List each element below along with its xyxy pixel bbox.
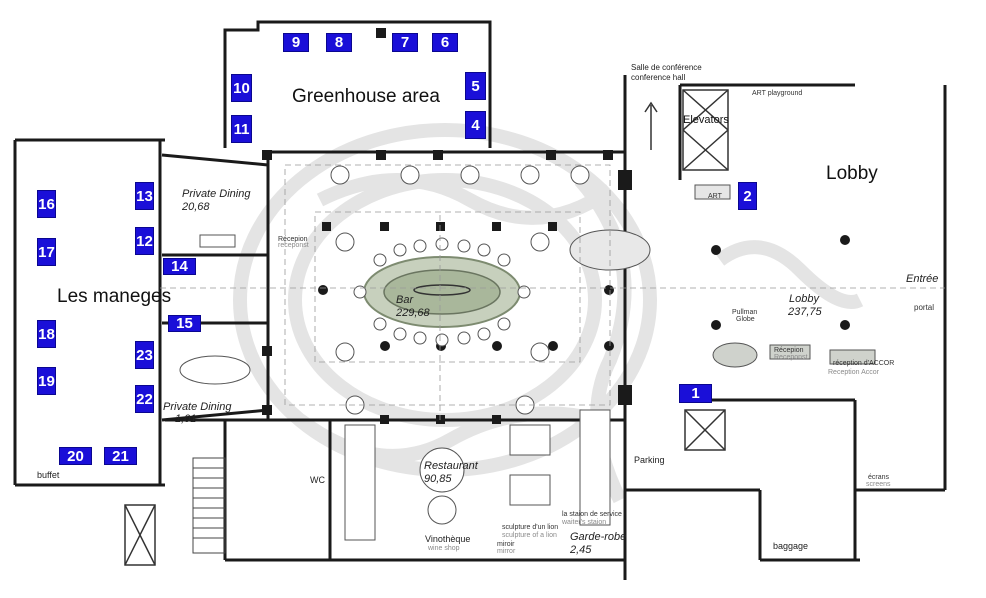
conference-hall-label: conference hall [631, 73, 686, 82]
marker-21[interactable]: 21 [104, 447, 137, 465]
lobby-area: 237,75 [788, 306, 822, 318]
accor-fr-label: réception d'ACCOR [833, 360, 895, 367]
staircase [192, 457, 226, 554]
elevators-shafts [124, 89, 729, 566]
private-dining-top-area: 20,68 [182, 201, 210, 213]
marker-16[interactable]: 16 [37, 190, 56, 218]
mirror-fr-label: miroir [497, 541, 515, 548]
buffet-label: buffet [37, 470, 60, 480]
bar-area: 229,68 [396, 307, 430, 319]
globe-label: Globe [736, 316, 755, 323]
lobby-title-label: Lobby [826, 163, 878, 184]
art-label: ART [708, 193, 722, 200]
marker-9[interactable]: 9 [283, 33, 309, 52]
reception-fr-label: Récepion [774, 347, 804, 354]
parking-label: Parking [634, 455, 665, 465]
marker-20[interactable]: 20 [59, 447, 92, 465]
baggage-label: baggage [773, 541, 809, 551]
marker-14[interactable]: 14 [163, 258, 196, 275]
walls [13, 20, 947, 580]
pullman-label: Pullman [732, 309, 758, 316]
station-fr-label: la staion de service [562, 511, 622, 518]
accor-en-label: Reception Accor [828, 369, 879, 376]
marker-17[interactable]: 17 [37, 238, 56, 266]
marker-18[interactable]: 18 [37, 320, 56, 348]
lobby-room-label: Lobby [789, 293, 819, 305]
marker-12[interactable]: 12 [135, 227, 154, 255]
marker-11[interactable]: 11 [231, 115, 252, 143]
lion-en-label: sculpture of a lion [502, 532, 557, 539]
portal-label: portal [914, 303, 935, 312]
wc-label: WC [310, 475, 325, 485]
station-en-label: waiter's staion [562, 519, 607, 526]
salle-conference-label: Salle de conférence [631, 63, 702, 72]
reception-small-label: Récepion [278, 236, 308, 243]
private-dining-bottom-label: Private Dining [163, 401, 232, 413]
marker-5[interactable]: 5 [465, 72, 486, 100]
screens-label: screens [866, 481, 891, 488]
marker-15[interactable]: 15 [168, 315, 201, 332]
arrow-icon [644, 101, 658, 150]
ecrans-label: écrans [868, 474, 890, 481]
restaurant-label: Restaurant [424, 460, 478, 472]
marker-1[interactable]: 1 [679, 384, 712, 403]
reception-small-en-label: receponst [278, 242, 309, 249]
marker-6[interactable]: 6 [432, 33, 458, 52]
private-dining-bottom-area: 1,01 [175, 413, 197, 425]
bar-label: Bar [396, 294, 414, 306]
art-playground-label: ART playground [752, 90, 803, 97]
private-dining-top-label: Private Dining [182, 188, 251, 200]
entree-label: Entrée [906, 273, 939, 285]
reception-en-label: Receponst [774, 354, 808, 361]
marker-7[interactable]: 7 [392, 33, 418, 52]
vinotheque-label: Vinothèque [425, 534, 471, 544]
restaurant-area: 90,85 [424, 473, 452, 485]
garde-robe-label: Garde-robe [570, 531, 627, 543]
bar-counter [363, 256, 521, 328]
garde-robe-area: 2,45 [570, 544, 592, 556]
marker-23[interactable]: 23 [135, 341, 154, 369]
marker-8[interactable]: 8 [326, 33, 352, 52]
guide-lines [160, 164, 945, 420]
marker-4[interactable]: 4 [465, 111, 486, 139]
les-maneges-label: Les maneges [57, 286, 172, 307]
marker-19[interactable]: 19 [37, 367, 56, 395]
marker-22[interactable]: 22 [135, 385, 154, 413]
greenhouse-area-label: Greenhouse area [292, 86, 440, 107]
wine-shop-label: wine shop [428, 545, 460, 552]
elevators-label: Elevators [683, 114, 729, 126]
marker-10[interactable]: 10 [231, 74, 252, 102]
marker-13[interactable]: 13 [135, 182, 154, 210]
mirror-en-label: mirror [497, 548, 516, 555]
marker-2[interactable]: 2 [738, 182, 757, 210]
bar-seats [330, 165, 590, 525]
lion-fr-label: sculpture d'un lion [502, 524, 559, 531]
